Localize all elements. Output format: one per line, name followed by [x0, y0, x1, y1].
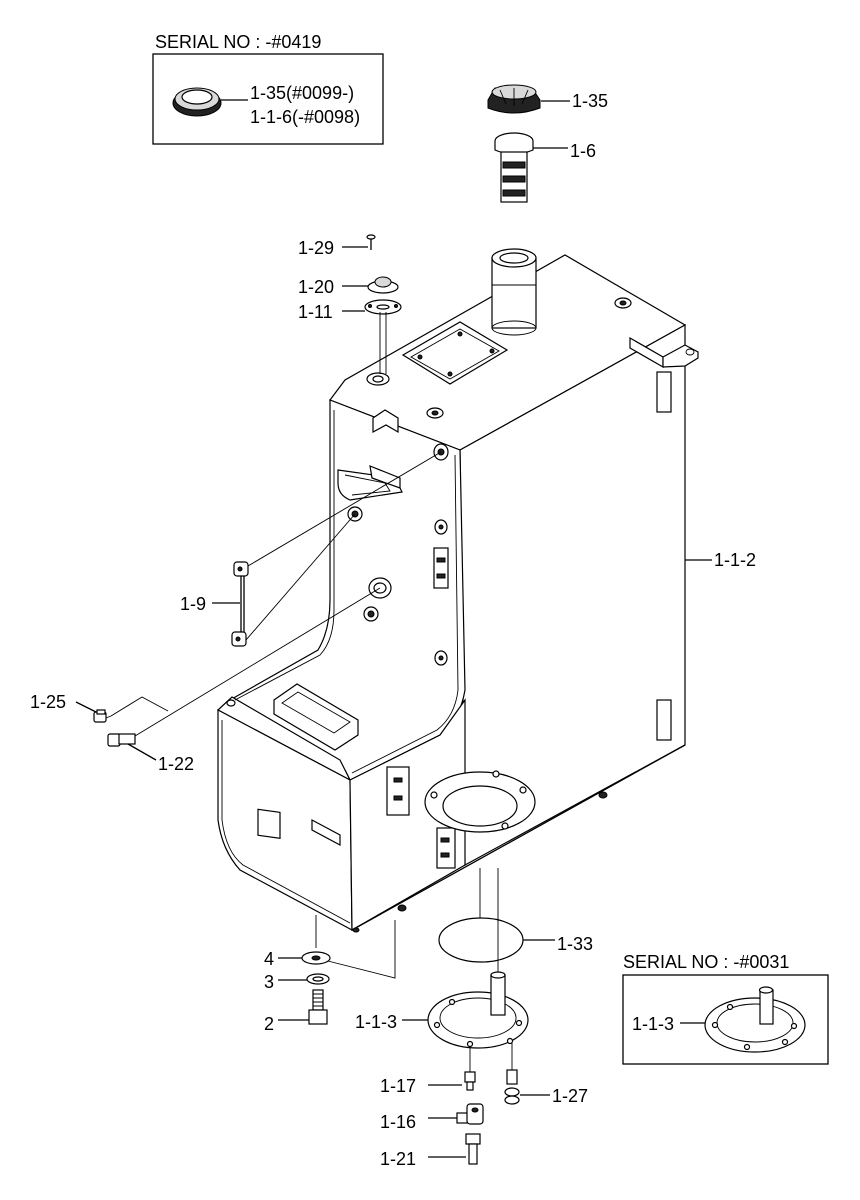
fuel-tank: [216, 248, 699, 933]
inset-frame-0031: [622, 974, 829, 1065]
leader-line: [127, 743, 157, 761]
callout-1-16: 1-16: [380, 1112, 416, 1132]
bolt-27-icon: [504, 1069, 520, 1105]
inset-label-1-1-3: 1-1-3: [632, 1014, 674, 1034]
callout-1-17: 1-17: [380, 1076, 416, 1096]
inset-title-0031: SERIAL NO : -#0031: [623, 952, 789, 972]
bolt-2-icon: [308, 989, 328, 1025]
elbow-icon: [456, 1103, 484, 1125]
callout-4: 4: [264, 949, 274, 969]
plug-icon: [93, 709, 107, 723]
callout-1-6: 1-6: [570, 141, 596, 161]
strainer-icon: [494, 132, 534, 203]
drain-cock-icon: [107, 733, 136, 747]
callout-1-29: 1-29: [298, 238, 334, 258]
inset-title-0419: SERIAL NO : -#0419: [155, 32, 321, 52]
cover-variant-icon: [704, 986, 806, 1053]
callout-1-9: 1-9: [180, 594, 206, 614]
leader-line: [105, 715, 112, 719]
leader-line: [245, 513, 356, 641]
callout-1-27: 1-27: [552, 1086, 588, 1106]
washer-4-icon: [301, 951, 331, 965]
callout-1-11: 1-11: [298, 302, 333, 322]
callout-1-33: 1-33: [557, 934, 593, 954]
inset-serial-0419: SERIAL NO : -#0419 1-35(#0099-) 1-1-6(-#…: [152, 32, 384, 145]
packing-icon: [438, 917, 524, 963]
inset-serial-0031: SERIAL NO : -#0031 1-1-3: [622, 952, 829, 1065]
inset-label-1-1-6: 1-1-6(-#0098): [250, 107, 360, 127]
callout-2: 2: [264, 1014, 274, 1034]
gauge-cap-icon: [367, 276, 399, 294]
leader-line: [315, 920, 396, 979]
callout-1-1-2: 1-1-2: [714, 550, 756, 570]
leader-line: [75, 701, 97, 713]
level-gauge-icon: [231, 561, 249, 647]
callout-1-1-3: 1-1-3: [355, 1012, 397, 1032]
inset-label-1-35: 1-35(#0099-): [250, 83, 354, 103]
callout-1-21: 1-21: [380, 1149, 416, 1169]
inset-frame-0419: [152, 53, 384, 145]
callout-3: 3: [264, 972, 274, 992]
callout-1-22: 1-22: [158, 754, 194, 774]
leader-line: [247, 451, 442, 567]
cap-icon: [172, 87, 222, 117]
callout-1-35: 1-35: [572, 91, 608, 111]
fuel-cap-icon: [487, 84, 541, 114]
screw-icon: [366, 234, 376, 250]
bolt-17-icon: [464, 1071, 476, 1091]
leader-line: [110, 587, 381, 737]
callout-1-20: 1-20: [298, 277, 334, 297]
washer-3-icon: [306, 973, 330, 985]
callout-1-25: 1-25: [30, 692, 66, 712]
plug-21-icon: [465, 1133, 481, 1165]
gasket-icon: [364, 299, 402, 315]
cover-icon: [427, 971, 529, 1049]
